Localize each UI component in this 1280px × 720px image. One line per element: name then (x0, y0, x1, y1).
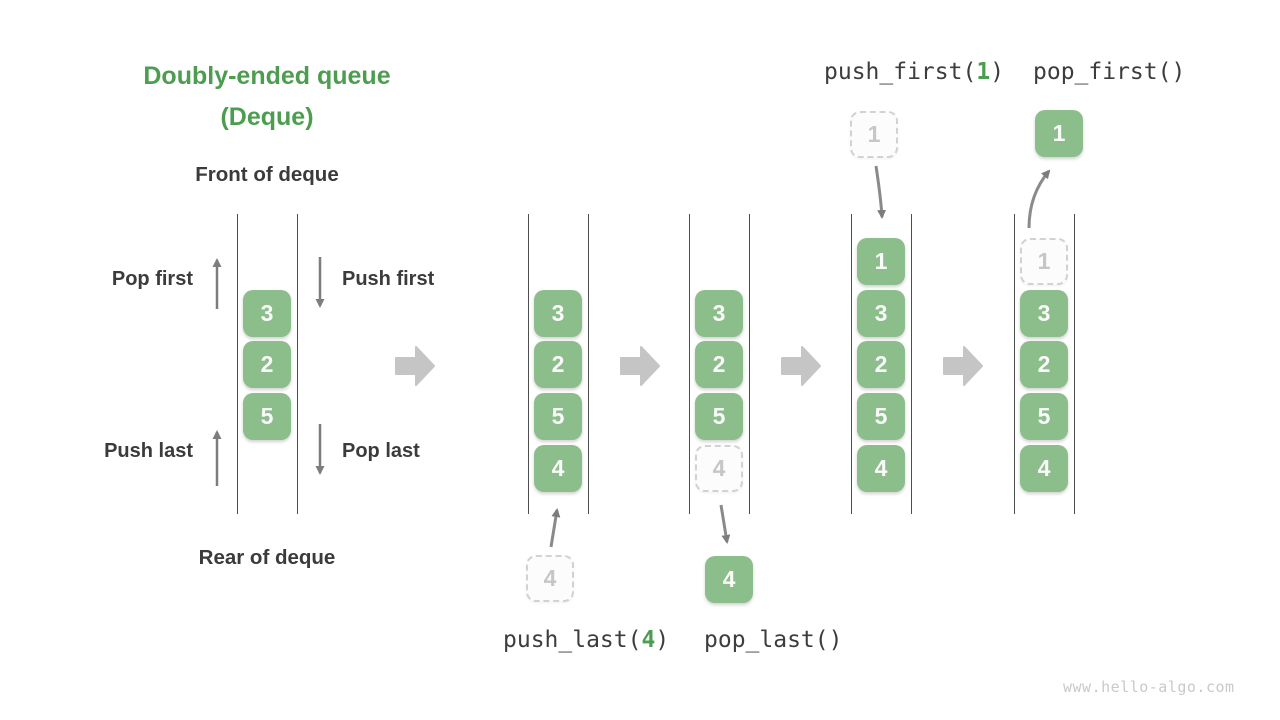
code-text: push_last( (503, 627, 642, 653)
title-line-2: (Deque) (220, 103, 314, 131)
step-arrow-icon (781, 346, 821, 386)
pop-last-call-label: pop_last() (704, 627, 842, 653)
deque-cell: 4 (1020, 445, 1068, 492)
push-first-connector-arrow (874, 165, 887, 219)
deque-cell: 3 (1020, 290, 1068, 337)
push-first-incoming-cell: 1 (850, 111, 898, 158)
pop-first-label: Pop first (111, 268, 193, 290)
push-last-label: Push last (104, 440, 193, 462)
code-arg: 1 (976, 59, 991, 85)
push-first-label: Push first (342, 268, 435, 290)
deque-cell: 2 (534, 341, 582, 388)
deque-cell: 1 (857, 238, 905, 285)
pop-first-call-label: pop_first() (1033, 59, 1185, 85)
code-arg: 4 (641, 627, 656, 653)
push-last-incoming-cell: 4 (526, 555, 574, 602)
deque-cell: 5 (857, 393, 905, 440)
deque-cell: 2 (243, 341, 291, 388)
watermark: www.hello-algo.com (1063, 678, 1235, 696)
pop-first-outgoing-cell: 1 (1035, 110, 1083, 157)
deque-cell: 5 (1020, 393, 1068, 440)
code-text: ) (990, 59, 1005, 85)
step-arrow-icon (620, 346, 660, 386)
diagram-title: Doubly-ended queue (Deque) (67, 56, 467, 138)
deque-cell: 4 (534, 445, 582, 492)
step-arrow-icon (395, 346, 435, 386)
code-text: pop_last() (704, 627, 843, 653)
pop-last-outgoing-cell: 4 (705, 556, 753, 603)
deque-cell: 2 (857, 341, 905, 388)
push-first-call-label: push_first(1) (824, 59, 1004, 85)
deque-cell: 2 (1020, 341, 1068, 388)
push-last-call-label: push_last(4) (503, 627, 669, 653)
deque-cell: 3 (243, 290, 291, 337)
deque-cell: 3 (857, 290, 905, 337)
push-last-connector-arrow (549, 508, 561, 548)
front-of-deque-label: Front of deque (195, 163, 339, 186)
deque-cell: 3 (534, 290, 582, 337)
deque-cell: 5 (243, 393, 291, 440)
deque-cell: 4 (857, 445, 905, 492)
deque-cell: 2 (695, 341, 743, 388)
deque-cell: 5 (695, 393, 743, 440)
title-line-1: Doubly-ended queue (143, 62, 391, 90)
code-text: pop_first() (1033, 59, 1186, 85)
deque-cell: 5 (534, 393, 582, 440)
step-arrow-icon (943, 346, 983, 386)
deque-cell: 3 (695, 290, 743, 337)
deque-cell-ghost: 4 (695, 445, 743, 492)
deque-cell-ghost: 1 (1020, 238, 1068, 285)
pop-last-label: Pop last (342, 440, 420, 462)
code-text: ) (655, 627, 670, 653)
rear-of-deque-label: Rear of deque (198, 546, 336, 569)
code-text: push_first( (824, 59, 977, 85)
